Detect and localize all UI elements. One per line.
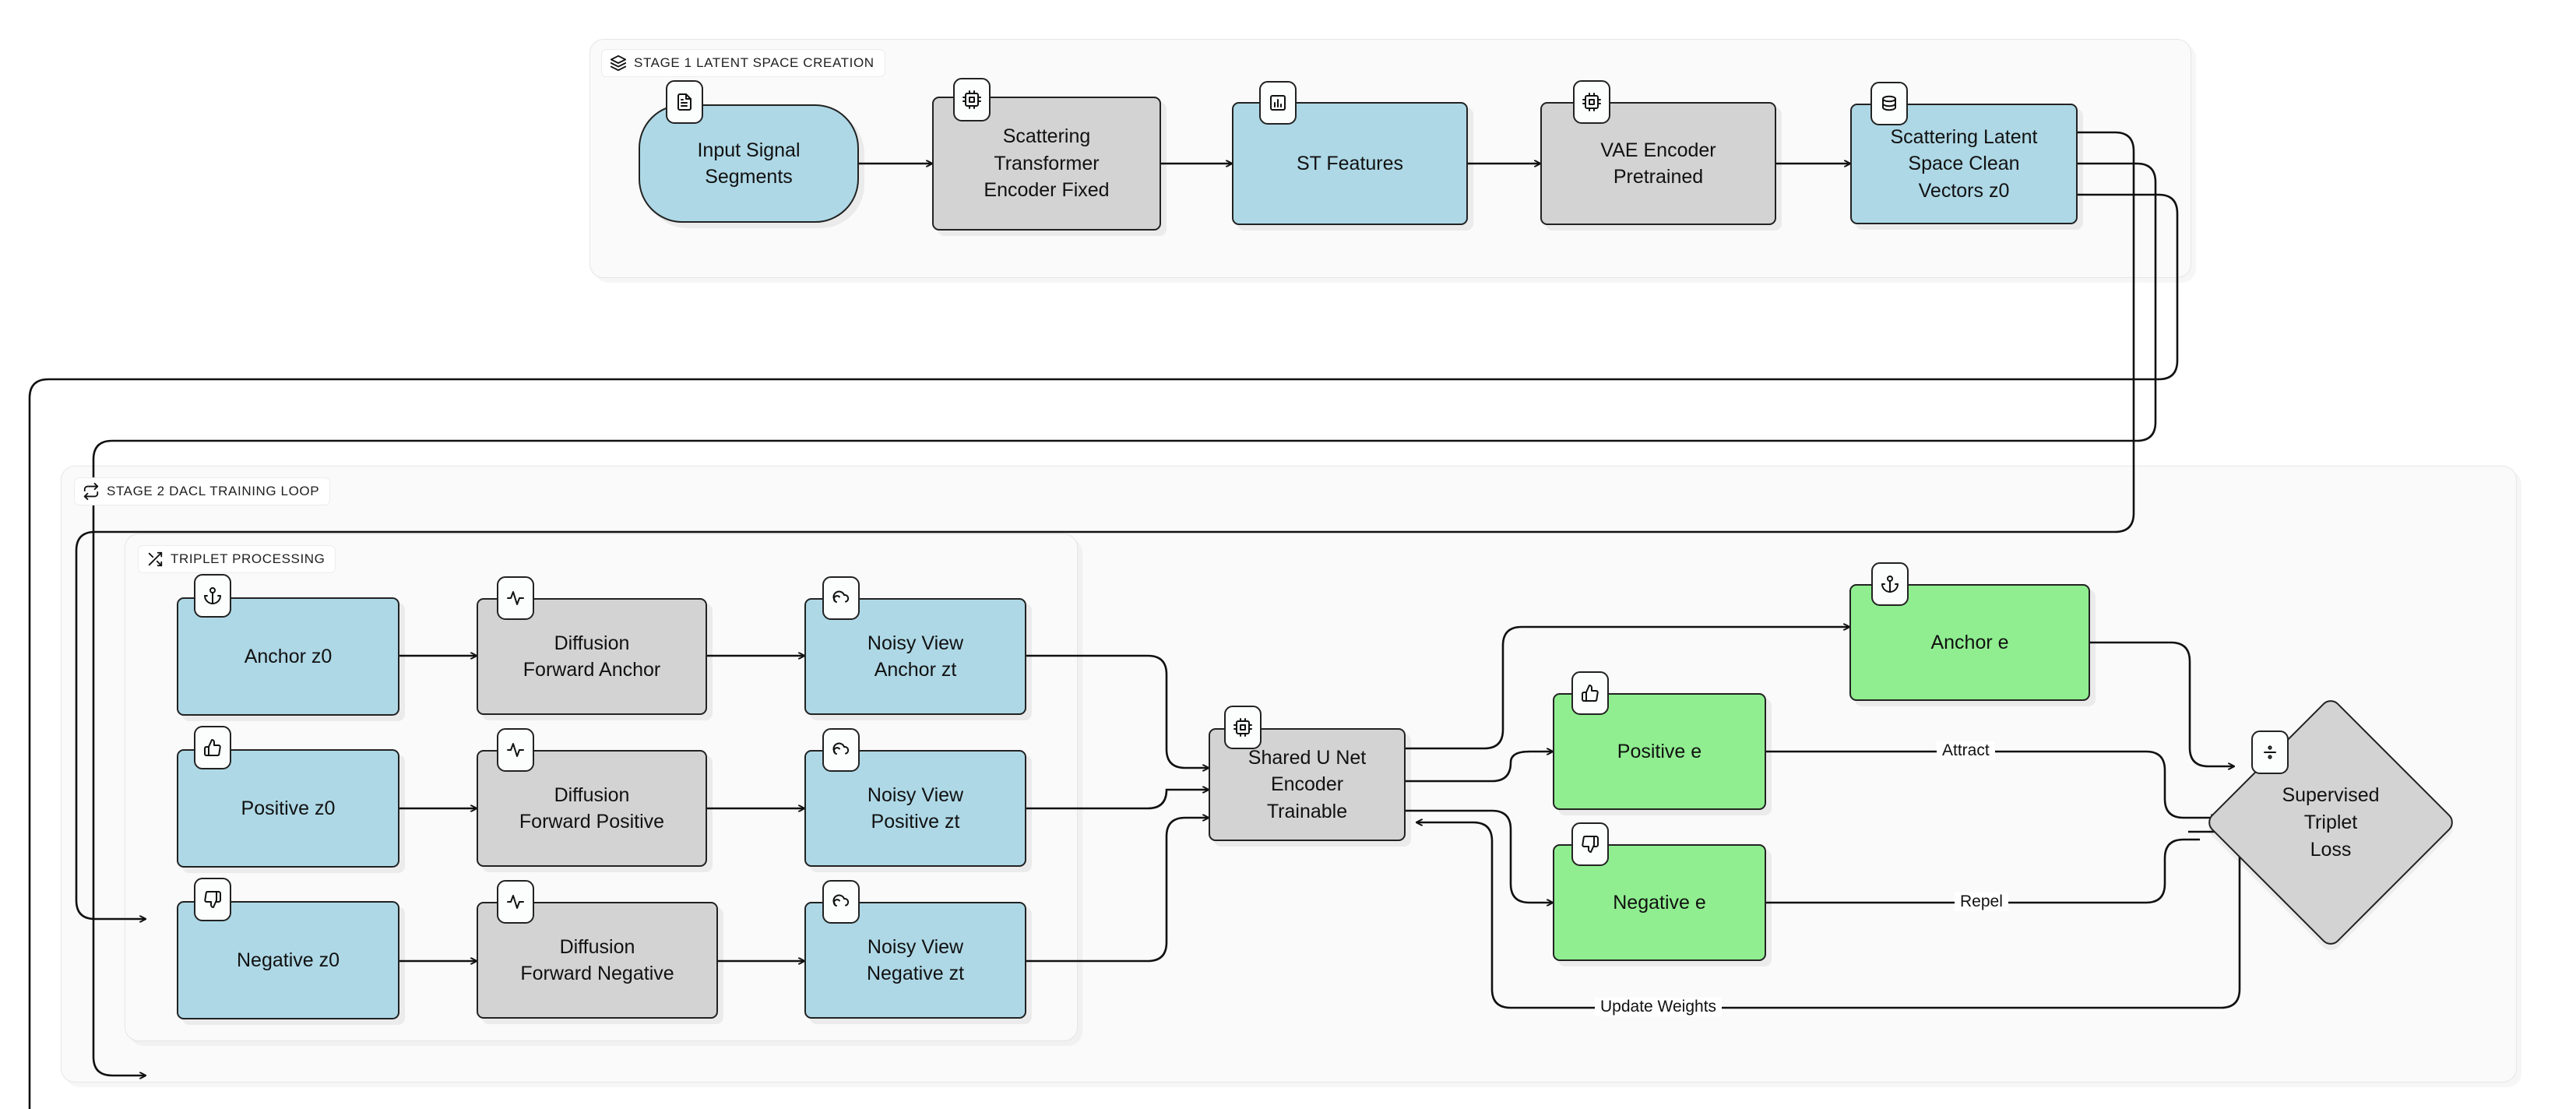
- group-label-stage2: STAGE 2 DACL TRAINING LOOP: [74, 477, 331, 505]
- group-label-stage1-text: STAGE 1 LATENT SPACE CREATION: [634, 55, 875, 70]
- edge-label-update-weights: Update Weights: [1595, 998, 1723, 1016]
- anchor-icon: [1871, 562, 1909, 606]
- group-label-triplet: TRIPLET PROCESSING: [138, 545, 336, 573]
- node-label: Supervised Triplet Loss: [2282, 783, 2380, 861]
- edge-loss-to-unet: [1416, 822, 2241, 1009]
- edge-noisyneg-to-unet: [1026, 818, 1209, 963]
- node-label: Negative z0: [236, 949, 340, 971]
- cloud-icon: [822, 576, 860, 620]
- node-label: Negative e: [1613, 891, 1706, 914]
- node-label: Noisy View Negative zt: [866, 935, 965, 985]
- node-label: Shared U Net Encoder Trainable: [1248, 746, 1367, 822]
- node-label: Scattering Latent Space Clean Vectors z0: [1890, 125, 2038, 202]
- node-label: Positive e: [1617, 740, 1702, 762]
- node-label: Diffusion Forward Positive: [519, 783, 665, 833]
- document-icon: [666, 80, 703, 124]
- bar-chart-icon: [1259, 81, 1297, 125]
- edge-unet-to-negativee: [1406, 809, 1553, 903]
- node-supervised-triplet-loss[interactable]: Supervised Triplet Loss: [2204, 695, 2458, 949]
- edge-latent-to-anchor: [75, 131, 2135, 919]
- layers-icon: [610, 55, 627, 72]
- node-label: ST Features: [1296, 152, 1404, 174]
- node-label: Anchor e: [1930, 631, 2009, 653]
- group-label-stage2-text: STAGE 2 DACL TRAINING LOOP: [107, 484, 320, 498]
- edge-label-attract: Attract: [1937, 741, 1995, 760]
- edge-noisyanchor-to-unet: [1026, 654, 1209, 768]
- repeat-icon: [83, 483, 99, 500]
- activity-icon: [497, 880, 534, 924]
- node-label: Noisy View Positive zt: [867, 783, 964, 833]
- node-label: Diffusion Forward Anchor: [523, 632, 661, 681]
- thumbs-down-icon: [194, 878, 231, 921]
- activity-icon: [497, 576, 534, 620]
- shuffle-icon: [148, 551, 163, 567]
- edge-unet-to-positivee: [1406, 752, 1553, 783]
- edge-unet-to-anchore: [1406, 627, 1849, 750]
- node-label: Diffusion Forward Negative: [520, 935, 674, 985]
- activity-icon: [497, 728, 534, 772]
- edge-label-repel: Repel: [1955, 892, 2008, 911]
- database-icon: [1870, 82, 1908, 125]
- group-label-triplet-text: TRIPLET PROCESSING: [171, 551, 326, 566]
- cpu-icon: [1573, 80, 1610, 124]
- edge-positivee-to-loss: [1766, 750, 2217, 818]
- edge-negativee-to-loss: [1766, 838, 2200, 904]
- thumbs-up-icon: [1571, 671, 1609, 715]
- node-label: Input Signal Segments: [697, 139, 801, 188]
- cloud-icon: [822, 728, 860, 772]
- cloud-icon: [822, 880, 860, 924]
- node-label: Positive z0: [241, 797, 336, 819]
- edge-noisypos-to-unet: [1026, 790, 1209, 810]
- edge-anchore-to-loss: [2090, 641, 2234, 766]
- anchor-icon: [194, 574, 231, 618]
- edge-latent-to-negative: [28, 193, 2179, 1109]
- node-label: Scattering Transformer Encoder Fixed: [984, 125, 1110, 202]
- node-label: Anchor z0: [244, 645, 333, 667]
- thumbs-up-icon: [194, 726, 231, 769]
- node-label: Noisy View Anchor zt: [867, 632, 964, 681]
- divide-icon: [2251, 731, 2289, 774]
- cpu-icon: [1224, 706, 1262, 749]
- node-label: VAE Encoder Pretrained: [1600, 139, 1716, 188]
- thumbs-down-icon: [1571, 822, 1609, 866]
- group-label-stage1: STAGE 1 LATENT SPACE CREATION: [601, 49, 885, 77]
- cpu-icon: [953, 78, 991, 121]
- edge-latent-to-positive: [92, 162, 2157, 1076]
